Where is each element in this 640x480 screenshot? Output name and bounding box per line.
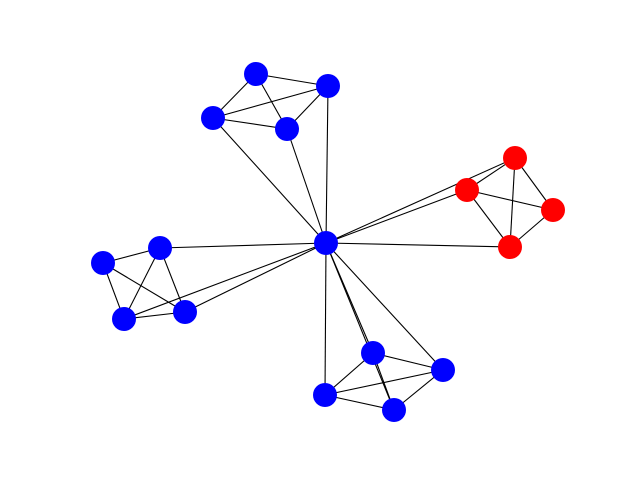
graph-edge-n10-n11 [102,262,186,313]
graph-edge-hub-n6 [325,189,468,244]
nodes-layer [91,62,565,422]
graph-node-hub [314,231,338,255]
graph-node-n2 [316,74,340,98]
graph-edge-n13-n14 [372,352,444,371]
graph-edge-hub-n11 [184,242,327,313]
graph-edge-n6-n7 [466,189,554,211]
graph-node-n11 [173,300,197,324]
graph-edge-hub-n16 [325,242,395,411]
graph-node-n16 [382,398,406,422]
graph-node-n6 [455,178,479,202]
graph-edge-n14-n15 [324,369,444,396]
graph-node-n12 [112,307,136,331]
graph-edge-hub-n15 [324,242,327,396]
graph-edge-hub-n9 [159,242,327,249]
graph-node-n3 [201,106,225,130]
graph-edge-hub-n2 [325,85,329,244]
graph-edge-hub-n4 [286,128,327,244]
graph-edge-n5-n8 [509,157,516,248]
graph-node-n1 [244,62,268,86]
graph-edge-hub-n12 [123,242,327,320]
graph-node-n13 [361,341,385,365]
graph-node-n8 [498,235,522,259]
graph-edge-hub-n3 [212,117,327,244]
graph-node-n7 [541,198,565,222]
graph-node-n15 [313,383,337,407]
graph-node-n5 [503,146,527,170]
graph-edge-n2-n3 [212,85,329,119]
graph-node-n14 [431,358,455,382]
graph-edge-n9-n12 [123,247,161,320]
graph-edge-hub-n5 [325,157,516,244]
graph-edge-n1-n2 [255,73,329,87]
graph-edge-hub-n14 [325,242,444,371]
graph-node-n4 [275,117,299,141]
graph-edge-hub-n8 [325,242,511,248]
graph-node-n10 [91,251,115,275]
graph-edge-n3-n4 [212,117,288,130]
graph-node-n9 [148,236,172,260]
